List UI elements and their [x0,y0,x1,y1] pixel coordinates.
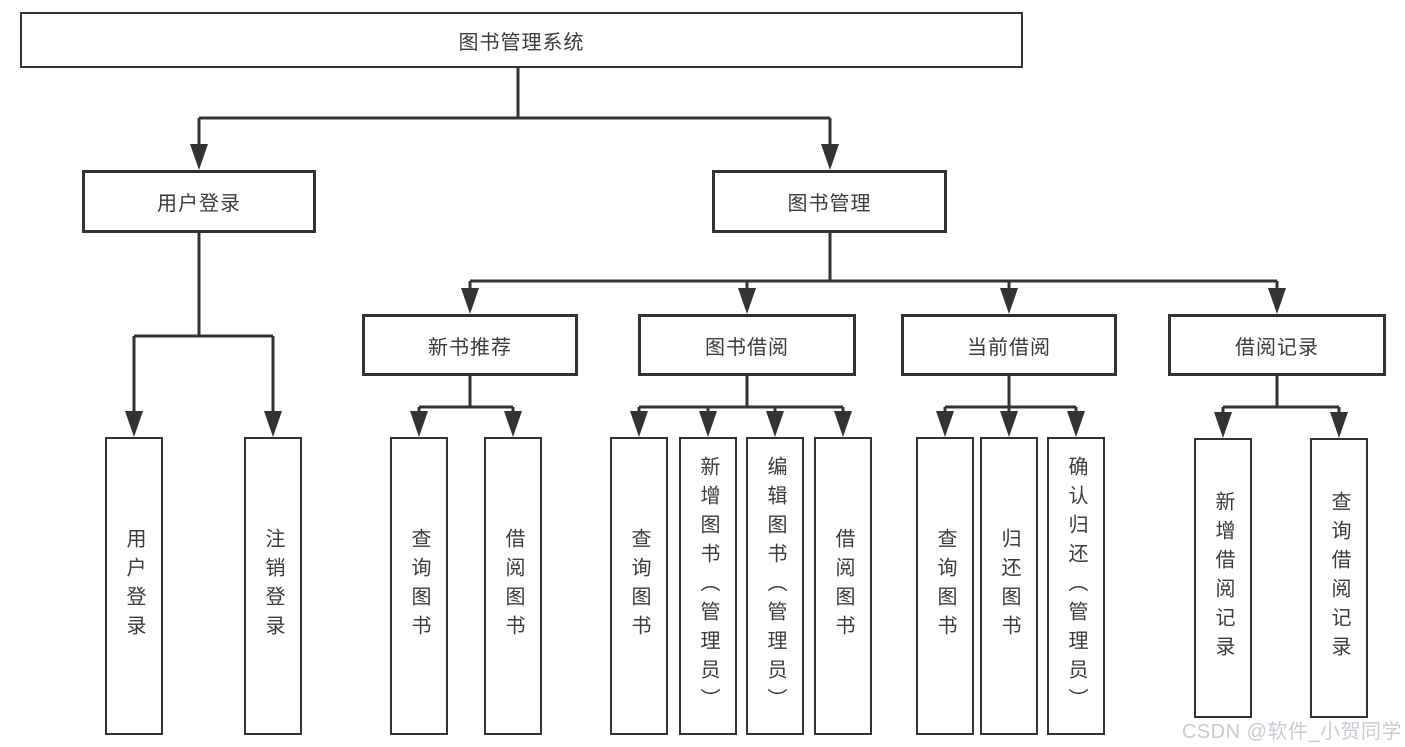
arrowheads [125,144,1348,438]
leaf-query-borrow-record-label: 查询借阅记录 [1328,491,1350,665]
leaf-confirm-return-admin: 确认归还（管理员） [1047,437,1105,735]
arrow-icon [1000,288,1018,314]
leaf-logout-label: 注销登录 [262,528,284,644]
leaf-query-borrow-record: 查询借阅记录 [1310,438,1368,718]
leaf-borrow-books-borrowing-label: 借阅图书 [832,528,854,644]
node-book-management: 图书管理 [712,170,947,233]
leaf-add-borrow-record-label: 新增借阅记录 [1212,491,1234,665]
leaf-add-borrow-record: 新增借阅记录 [1194,438,1252,718]
edges [132,68,1341,434]
arrow-icon [936,411,954,437]
leaf-query-books-recommend-label: 查询图书 [408,528,430,644]
node-new-book-recommend-label: 新书推荐 [428,336,512,359]
arrow-icon [1268,288,1286,314]
arrow-icon [630,411,648,437]
leaf-borrow-books-borrowing: 借阅图书 [814,437,872,735]
leaf-borrow-books-recommend-label: 借阅图书 [502,528,524,644]
leaf-add-book-admin: 新增图书（管理员） [679,437,737,735]
arrow-icon [821,144,839,170]
leaf-logout: 注销登录 [244,437,302,735]
node-new-book-recommend: 新书推荐 [362,314,578,376]
csdn-watermark: CSDN @软件_小贺同学 [1181,721,1402,743]
leaf-confirm-return-admin-label: 确认归还（管理员） [1065,455,1087,717]
node-user-login: 用户登录 [82,170,316,233]
leaf-edit-book-admin-label: 编辑图书（管理员） [764,455,786,717]
node-book-borrowing-label: 图书借阅 [705,336,789,359]
arrow-icon [410,411,428,437]
leaf-query-books-borrowing-label: 查询图书 [628,528,650,644]
node-current-borrow-label: 当前借阅 [967,336,1051,359]
arrow-icon [1330,412,1348,438]
arrow-icon [699,411,717,437]
arrow-icon [834,411,852,437]
leaf-edit-book-admin: 编辑图书（管理员） [746,437,804,735]
node-book-management-label: 图书管理 [787,193,872,215]
node-library-system-label: 图书管理系统 [458,31,585,54]
arrow-icon [190,144,208,170]
node-current-borrow: 当前借阅 [901,314,1117,376]
leaf-user-login-label: 用户登录 [123,528,145,644]
leaf-user-login: 用户登录 [105,437,163,735]
arrow-icon [125,411,143,437]
node-book-borrowing: 图书借阅 [638,314,856,376]
node-user-login-label: 用户登录 [157,193,241,215]
node-borrow-records-label: 借阅记录 [1235,336,1319,359]
arrow-icon [1214,412,1232,438]
arrow-icon [504,411,522,437]
leaf-add-book-admin-label: 新增图书（管理员） [697,455,719,717]
leaf-query-books-borrowing: 查询图书 [610,437,668,735]
arrow-icon [766,411,784,437]
leaf-query-books-current: 查询图书 [916,437,974,735]
node-library-system: 图书管理系统 [20,12,1023,68]
leaf-query-books-current-label: 查询图书 [934,528,956,644]
arrow-icon [1000,411,1018,437]
arrow-icon [738,288,756,314]
arrow-icon [264,411,282,437]
leaf-borrow-books-recommend: 借阅图书 [484,437,542,735]
leaf-return-books-label: 归还图书 [998,528,1020,644]
node-borrow-records: 借阅记录 [1168,314,1386,376]
leaf-query-books-recommend: 查询图书 [390,437,448,735]
arrow-icon [1067,411,1085,437]
arrow-icon [461,288,479,314]
leaf-return-books: 归还图书 [980,437,1038,735]
